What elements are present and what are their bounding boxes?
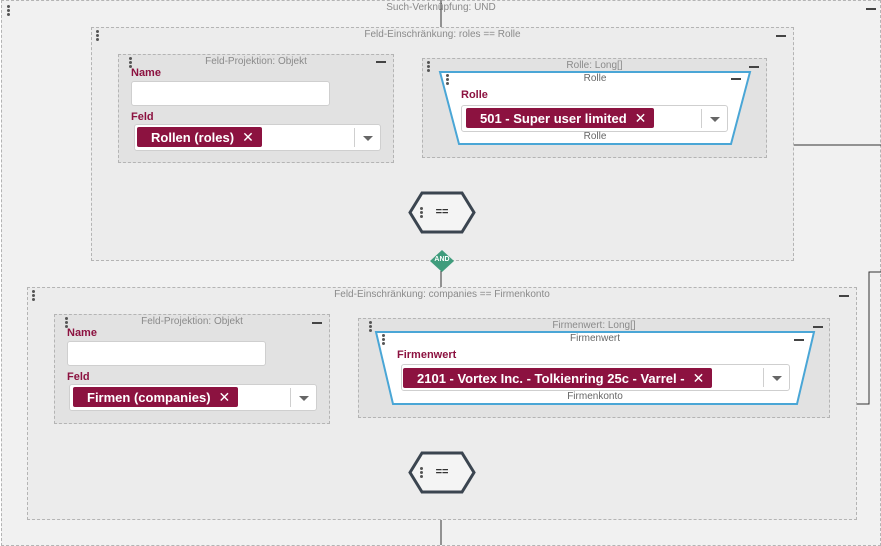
value-chip: 2101 - Vortex Inc. - Tolkienring 25c - V… bbox=[403, 368, 713, 388]
value-label: Firmenwert bbox=[397, 349, 457, 361]
field-label: Feld bbox=[67, 371, 90, 383]
close-icon[interactable]: ✕ bbox=[242, 129, 254, 145]
name-input[interactable] bbox=[67, 341, 266, 366]
chip-label: 501 - Super user limited bbox=[480, 111, 627, 126]
field-chip: Rollen (roles) ✕ bbox=[137, 127, 262, 147]
value-box-title: Rolle: Long[] bbox=[566, 60, 623, 71]
value-card-footer: Firmenkonto bbox=[567, 391, 623, 402]
operator-node bbox=[408, 191, 476, 234]
value-label: Rolle bbox=[461, 89, 488, 101]
drag-handle-icon[interactable] bbox=[427, 61, 431, 73]
projection-title: Feld-Projektion: Objekt bbox=[205, 56, 307, 67]
value-box-title: Firmenwert: Long[] bbox=[552, 320, 636, 331]
drag-handle-icon[interactable] bbox=[96, 30, 100, 42]
drag-handle-icon[interactable] bbox=[7, 5, 11, 17]
name-label: Name bbox=[67, 327, 97, 339]
operator-label: == bbox=[435, 206, 449, 218]
value-chip: 501 - Super user limited ✕ bbox=[466, 108, 655, 128]
constraint-title: Feld-Einschränkung: roles == Rolle bbox=[364, 29, 521, 40]
collapse-value-button[interactable] bbox=[813, 326, 823, 328]
field-label: Feld bbox=[131, 111, 154, 123]
drag-handle-icon[interactable] bbox=[420, 207, 424, 219]
collapse-root-button[interactable] bbox=[866, 8, 876, 10]
name-label: Name bbox=[131, 67, 161, 79]
collapse-card-button[interactable] bbox=[731, 78, 741, 80]
collapse-group-button[interactable] bbox=[839, 295, 849, 297]
close-icon[interactable]: ✕ bbox=[218, 389, 231, 405]
constraint-title: Feld-Einschränkung: companies == Firmenk… bbox=[334, 289, 550, 300]
close-icon[interactable]: ✕ bbox=[634, 110, 647, 126]
collapse-group-button[interactable] bbox=[776, 35, 786, 37]
operator-node bbox=[408, 451, 476, 494]
chevron-down-icon[interactable] bbox=[290, 388, 316, 407]
name-input[interactable] bbox=[131, 81, 330, 106]
chevron-down-icon[interactable] bbox=[354, 128, 380, 147]
drag-handle-icon[interactable] bbox=[65, 317, 69, 329]
close-icon[interactable]: ✕ bbox=[692, 370, 705, 386]
field-chip: Firmen (companies) ✕ bbox=[73, 387, 239, 407]
drag-handle-icon[interactable] bbox=[129, 57, 133, 69]
value-card-footer: Rolle bbox=[583, 131, 607, 142]
operator-label: == bbox=[435, 466, 449, 478]
drag-handle-icon[interactable] bbox=[369, 321, 373, 333]
collapse-projection-button[interactable] bbox=[376, 61, 386, 63]
value-card-title: Firmenwert bbox=[569, 333, 620, 344]
drag-handle-icon[interactable] bbox=[420, 467, 424, 479]
and-badge-icon[interactable] bbox=[429, 249, 455, 273]
drag-handle-icon[interactable] bbox=[32, 290, 36, 302]
and-badge-label: AND bbox=[434, 256, 450, 263]
collapse-card-button[interactable] bbox=[794, 339, 804, 341]
drag-handle-icon[interactable] bbox=[446, 74, 450, 86]
drag-handle-icon[interactable] bbox=[382, 334, 386, 346]
chip-label: 2101 - Vortex Inc. - Tolkienring 25c - V… bbox=[417, 371, 685, 386]
chip-label: Rollen (roles) bbox=[151, 130, 235, 145]
chevron-down-icon[interactable] bbox=[701, 109, 727, 128]
projection-title: Feld-Projektion: Objekt bbox=[141, 316, 243, 327]
value-card-title: Rolle bbox=[583, 73, 607, 84]
chip-label: Firmen (companies) bbox=[87, 390, 211, 405]
chevron-down-icon[interactable] bbox=[763, 368, 789, 387]
collapse-projection-button[interactable] bbox=[312, 322, 322, 324]
collapse-value-button[interactable] bbox=[749, 66, 759, 68]
